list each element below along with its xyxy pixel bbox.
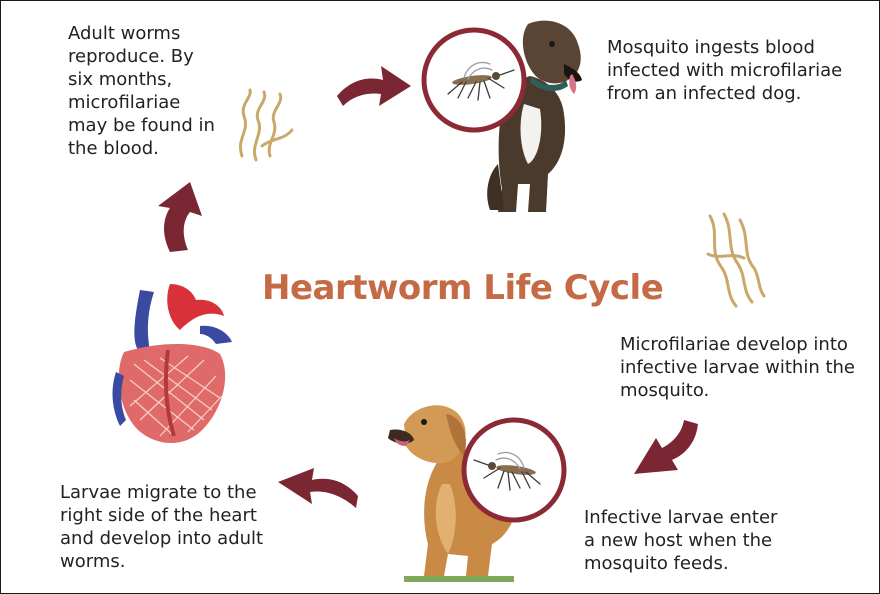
cycle-arrow-icon bbox=[150, 178, 216, 256]
cycle-arrow-icon bbox=[333, 56, 415, 116]
adult-worms-icon bbox=[232, 86, 302, 164]
heart-illustration bbox=[104, 280, 244, 452]
caption-microfilariae-develop: Microfilariae develop into infective lar… bbox=[620, 333, 870, 402]
caption-mosquito-ingests: Mosquito ingests blood infected with mic… bbox=[607, 36, 867, 105]
caption-larvae-migrate: Larvae migrate to the right side of the … bbox=[60, 481, 300, 573]
cycle-arrow-icon bbox=[626, 416, 706, 484]
diagram-title: Heartworm Life Cycle bbox=[262, 268, 632, 308]
microfilariae-icon bbox=[700, 210, 770, 310]
cycle-arrow-icon bbox=[274, 464, 360, 524]
mosquito-ingests-circle bbox=[418, 24, 530, 136]
caption-adult-worms: Adult worms reproduce. By six months, mi… bbox=[68, 22, 258, 160]
caption-larvae-enter-host: Infective larvae enter a new host when t… bbox=[584, 506, 814, 575]
mosquito-feeds-circle bbox=[458, 414, 570, 526]
